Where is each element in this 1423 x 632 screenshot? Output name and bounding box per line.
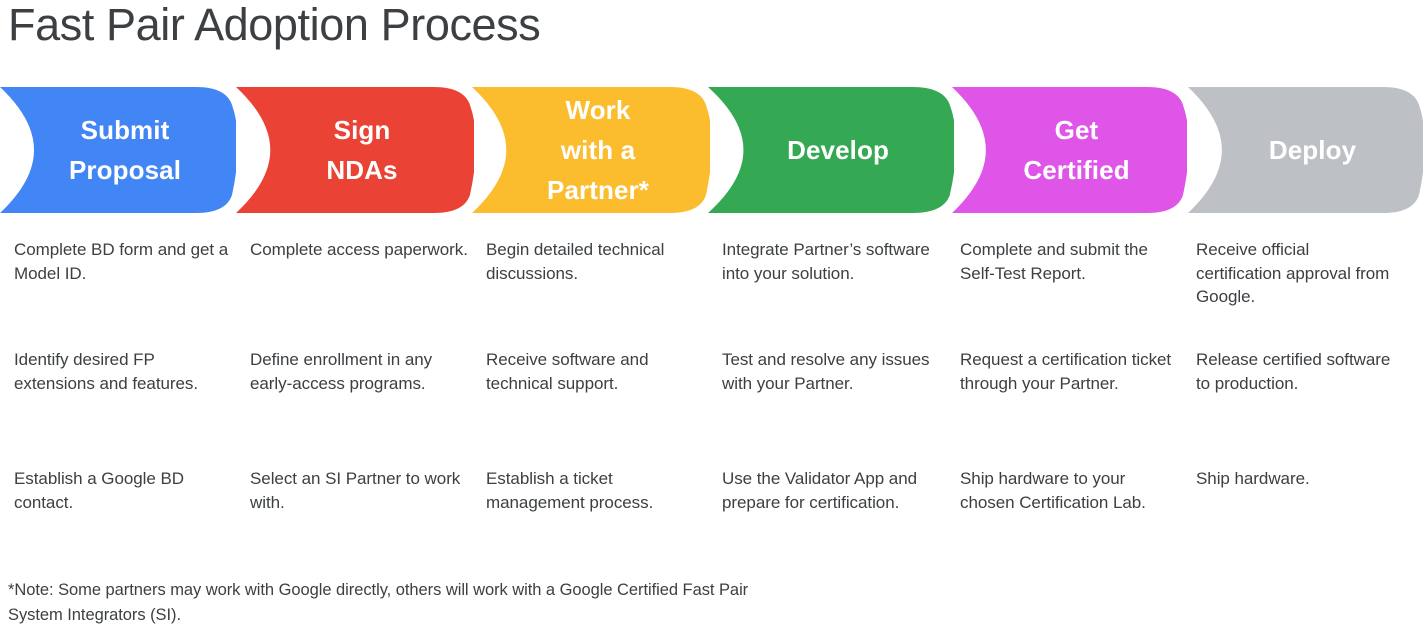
stage-band-label: Deploy <box>1268 135 1357 165</box>
stage-detail-item: Ship hardware to your chosen Certificati… <box>960 469 1146 512</box>
stage-detail-item: Receive software and technical support. <box>486 350 649 393</box>
chevron-arrow-shape-icon <box>708 87 954 213</box>
stage-detail-item: Establish a ticket management process. <box>486 469 654 512</box>
stage-detail-item: Release certified software to production… <box>1196 350 1391 393</box>
stage-band-deploy[interactable]: Deploy <box>1188 87 1423 213</box>
chevron-arrow-shape-icon <box>952 87 1187 213</box>
chevron-arrow-shape-icon <box>236 87 474 213</box>
chevron-arrow-shape-icon <box>472 87 710 213</box>
stage-band-submit-proposal[interactable]: Submit Proposal <box>0 87 236 213</box>
page-title: Fast Pair Adoption Process <box>8 0 541 50</box>
stage-detail-item: Begin detailed technical discussions. <box>486 240 665 283</box>
stage-band-label: Sign NDAs <box>326 115 398 185</box>
stage-band-sign-ndas[interactable]: Sign NDAs <box>236 87 474 213</box>
stage-band-label: Submit Proposal <box>68 115 182 185</box>
stage-detail-item: Identify desired FP extensions and featu… <box>14 350 199 393</box>
stage-detail-item: Complete and submit the Self-Test Report… <box>960 240 1148 283</box>
stage-detail-item: Establish a Google BD contact. <box>14 469 184 512</box>
stage-detail-item: Define enrollment in any early-access pr… <box>250 350 433 393</box>
stage-band-label: Get Certified <box>1023 115 1130 185</box>
stage-detail-item: Complete access paperwork. <box>250 240 468 259</box>
chevron-arrow-shape-icon <box>1188 87 1423 213</box>
process-stage-band-strip: Submit Proposal Sign NDAs Work with a Pa… <box>0 87 1423 213</box>
stage-detail-item: Test and resolve any issues with your Pa… <box>722 350 930 393</box>
stage-detail-item: Ship hardware. <box>1196 469 1310 488</box>
stage-band-work-with-a-partner[interactable]: Work with a Partner* <box>472 87 710 213</box>
footnote-note: *Note: Some partners may work with Googl… <box>8 581 749 624</box>
chevron-arrow-shape-icon <box>0 87 236 213</box>
stage-band-label: Develop <box>787 135 889 165</box>
stage-detail-item: Integrate Partner’s software into your s… <box>722 240 930 283</box>
stage-detail-item: Complete BD form and get a Model ID. <box>14 240 229 283</box>
stage-detail-item: Use the Validator App and prepare for ce… <box>722 469 918 512</box>
stage-detail-columns: Complete BD form and get a Model ID. Ide… <box>0 238 1423 568</box>
stage-band-label: Work with a Partner* <box>547 95 649 205</box>
stage-detail-item: Select an SI Partner to work with. <box>250 469 461 512</box>
stage-detail-item: Receive official certification approval … <box>1196 240 1390 306</box>
stage-detail-item: Request a certification ticket through y… <box>960 350 1172 393</box>
stage-band-get-certified[interactable]: Get Certified <box>952 87 1187 213</box>
stage-band-develop[interactable]: Develop <box>708 87 954 213</box>
